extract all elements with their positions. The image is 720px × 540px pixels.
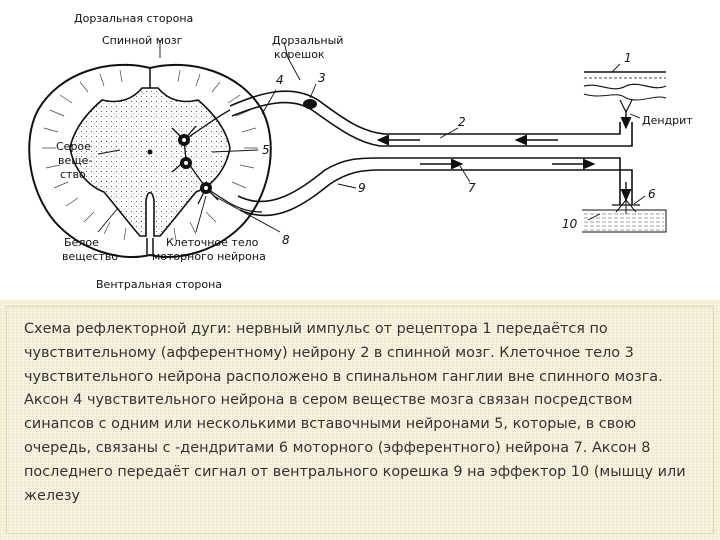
caption-panel: Схема рефлекторной дуги: нервный импульс… xyxy=(0,300,720,540)
grey-matter xyxy=(69,87,231,237)
grey-matter-label-2: веще- xyxy=(58,154,92,167)
white-matter-label-2: вещество xyxy=(62,250,118,263)
label-7: 7 xyxy=(468,181,476,195)
caption-text: Схема рефлекторной дуги: нервный импульс… xyxy=(24,321,686,504)
ventral-side-label: Вентральная сторона xyxy=(96,278,222,291)
label-9: 9 xyxy=(358,181,366,195)
grey-matter-label-3: ство xyxy=(60,168,86,181)
caption-border xyxy=(6,306,714,534)
label-8: 8 xyxy=(282,233,290,247)
label-1: 1 xyxy=(624,51,632,65)
nucleus-3 xyxy=(204,186,208,190)
dorsal-root-label-1: Дорзальный xyxy=(272,34,343,47)
dorsal-root xyxy=(229,90,621,147)
spinal-cord xyxy=(28,64,272,258)
nucleus-1 xyxy=(182,138,186,142)
motor-body-label-1: Клеточное тело xyxy=(166,236,259,249)
label-3: 3 xyxy=(318,71,326,85)
nucleus-2 xyxy=(184,161,188,165)
spinal-ganglion xyxy=(303,99,317,109)
ventral-root xyxy=(237,157,621,217)
central-canal xyxy=(147,149,153,155)
label-2: 2 xyxy=(458,115,466,129)
spinal-cord-label: Спинной мозг xyxy=(102,34,183,47)
effector-muscle xyxy=(582,199,667,233)
signal-arrows xyxy=(376,110,632,202)
label-6: 6 xyxy=(648,187,656,201)
reflex-arc-diagram: Дорзальная сторона Спинной мозг Дорзальн… xyxy=(28,12,693,291)
dendrite-label: Дендрит xyxy=(642,114,693,127)
leader-lines xyxy=(97,40,646,233)
dorsal-side-label: Дорзальная сторона xyxy=(74,12,193,25)
ventral-fissure xyxy=(146,238,154,255)
label-4: 4 xyxy=(276,73,284,87)
peripheral-nerve-outer xyxy=(568,122,633,205)
label-5: 5 xyxy=(262,143,270,157)
dorsal-root-label-2: корешок xyxy=(274,48,325,61)
white-matter-label-1: Белое xyxy=(64,236,99,249)
motor-body-label-2: моторного нейрона xyxy=(152,250,266,263)
white-matter-hatching xyxy=(42,69,258,241)
grey-matter-label-1: Серое xyxy=(56,140,91,153)
label-10: 10 xyxy=(562,217,578,231)
receptor-skin xyxy=(583,70,667,114)
